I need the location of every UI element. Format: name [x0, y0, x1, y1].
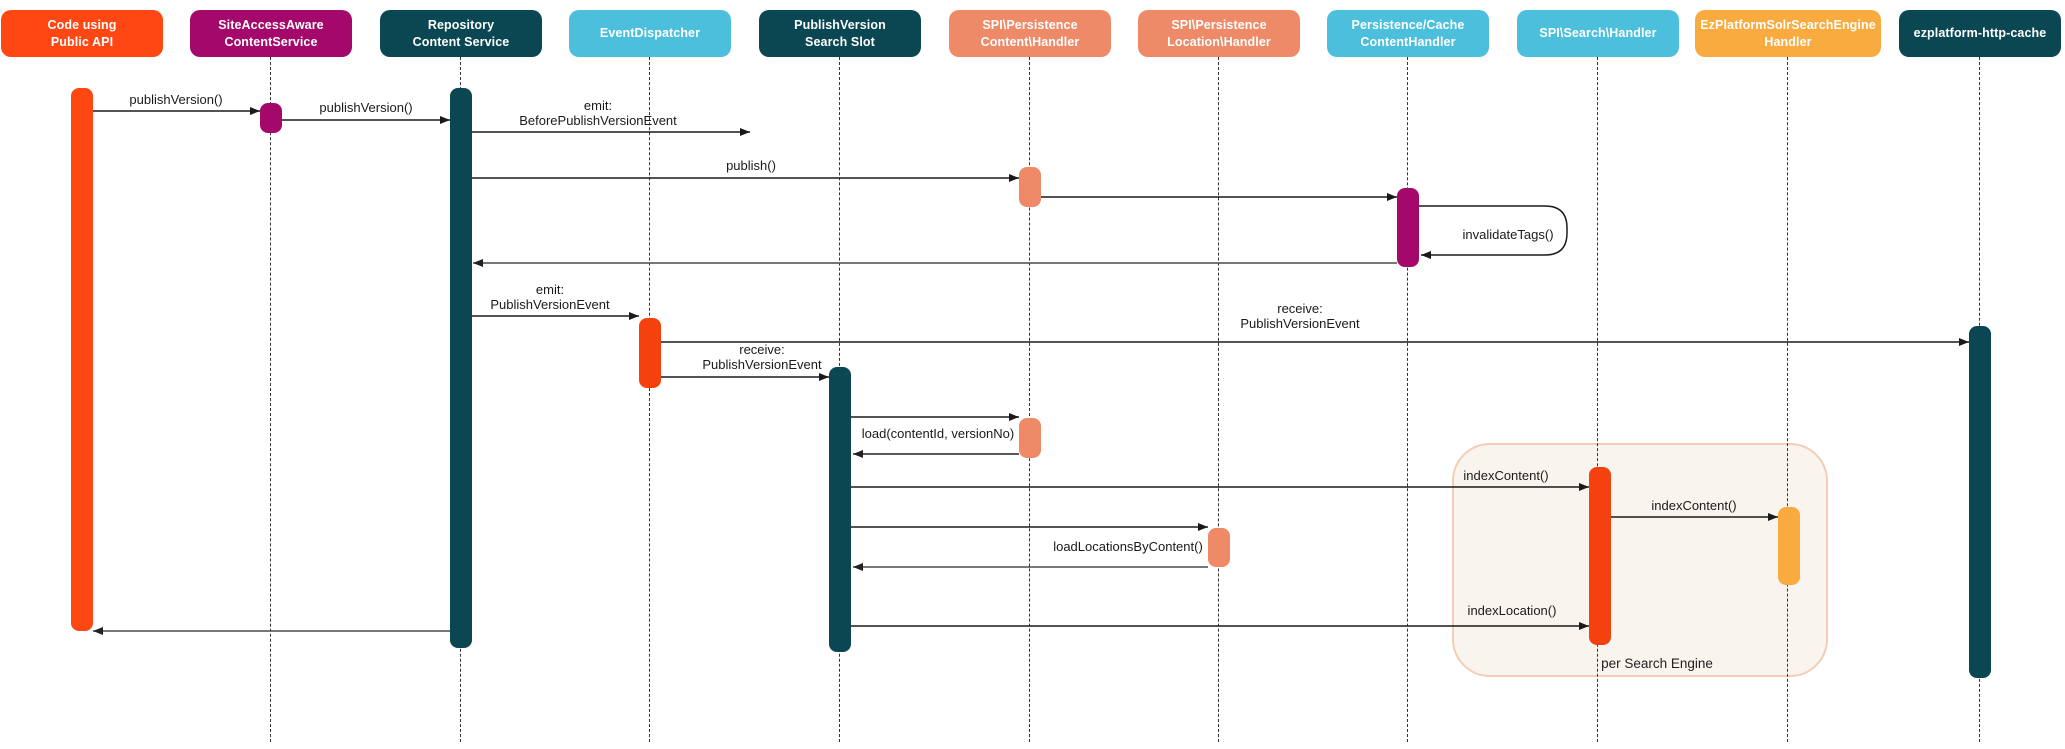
label-publish: publish()	[726, 158, 776, 173]
actor-siteaccessaware-contentservice: SiteAccessAware ContentService	[190, 10, 352, 57]
activation-spi-content-handler-load	[1019, 418, 1041, 458]
actor-publishversion-search-slot: PublishVersion Search Slot	[759, 10, 921, 57]
label-index-content-2: indexContent()	[1651, 498, 1737, 513]
actor-spi-search-handler: SPI\Search\Handler	[1517, 10, 1679, 57]
activation-persistence-cache	[1397, 188, 1419, 267]
actor-spi-persistence-content-handler: SPI\Persistence Content\Handler	[949, 10, 1111, 57]
activation-repository-content-service	[450, 88, 472, 648]
actor-code-using-public-api: Code using Public API	[1, 10, 163, 57]
activation-publishversion-search-slot	[829, 367, 851, 652]
activation-siteaccessaware	[260, 103, 282, 133]
activation-event-dispatcher	[639, 318, 661, 388]
arrow-invalidate-tags-selfcall	[1419, 205, 1568, 259]
actor-event-dispatcher: EventDispatcher	[569, 10, 731, 57]
label-receive-search-slot: receive: PublishVersionEvent	[702, 342, 822, 372]
label-receive-http-cache: receive: PublishVersionEvent	[1240, 301, 1360, 331]
lifeline-spi-persistence-content-handler	[1029, 57, 1030, 742]
lifeline-spi-search-handler	[1597, 57, 1598, 742]
label-index-location: indexLocation()	[1467, 603, 1557, 618]
lifeline-siteaccessaware-contentservice	[270, 57, 271, 742]
label-invalidate-tags: invalidateTags()	[1462, 227, 1554, 242]
label-emit-before-publish: emit: BeforePublishVersionEvent	[519, 98, 677, 128]
actor-repository-content-service: Repository Content Service	[380, 10, 542, 57]
group-per-search-engine-frame	[1452, 443, 1828, 677]
lifeline-event-dispatcher	[649, 57, 650, 742]
activation-spi-search-handler	[1589, 467, 1611, 645]
actor-ezplatform-solr-handler: EzPlatformSolrSearchEngine Handler	[1695, 10, 1881, 57]
activation-spi-location-handler	[1208, 528, 1230, 567]
actor-persistence-cache-contenthandler: Persistence/Cache ContentHandler	[1327, 10, 1489, 57]
label-publish-version-1: publishVersion()	[129, 92, 223, 107]
group-per-search-engine-label: per Search Engine	[1601, 656, 1713, 671]
lifeline-spi-persistence-location-handler	[1218, 57, 1219, 742]
label-index-content-1: indexContent()	[1463, 468, 1549, 483]
actor-ezplatform-http-cache: ezplatform-http-cache	[1899, 10, 2061, 57]
activation-http-cache	[1969, 326, 1991, 678]
activation-solr-handler	[1778, 507, 1800, 585]
activation-spi-content-handler-publish	[1019, 167, 1041, 207]
activation-code-using-public-api	[71, 88, 93, 631]
label-load-locations: loadLocationsByContent()	[1053, 539, 1203, 554]
lifeline-persistence-cache-contenthandler	[1407, 57, 1408, 742]
label-publish-version-2: publishVersion()	[319, 100, 413, 115]
lifeline-ezplatform-solr-handler	[1787, 57, 1788, 742]
label-load-content: load(contentId, versionNo)	[861, 426, 1015, 441]
actor-spi-persistence-location-handler: SPI\Persistence Location\Handler	[1138, 10, 1300, 57]
label-emit-publish-version: emit: PublishVersionEvent	[490, 282, 610, 312]
